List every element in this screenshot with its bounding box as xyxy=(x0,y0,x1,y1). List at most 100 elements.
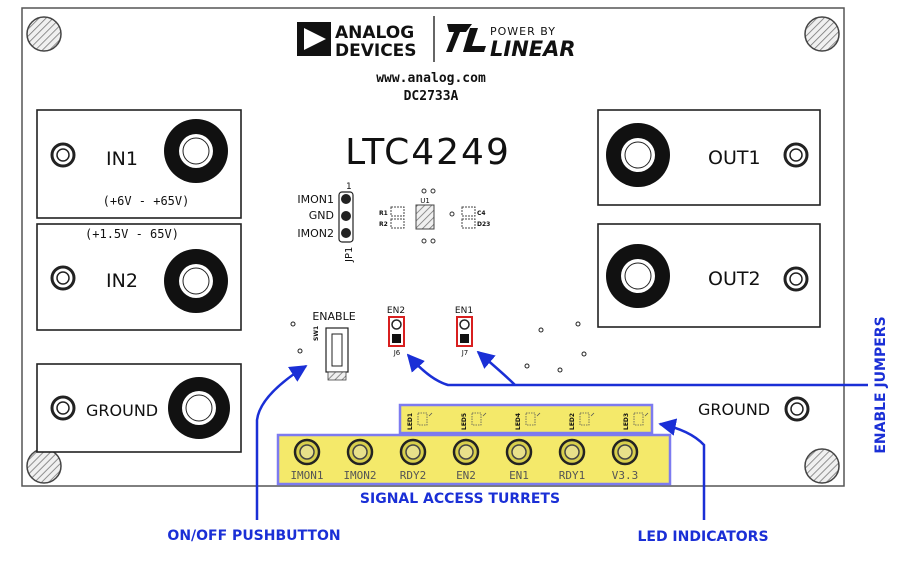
led-footprint-icon xyxy=(633,412,644,426)
linear-logo: POWER BY LINEAR xyxy=(446,24,576,61)
turret-rdy2: RDY2 xyxy=(399,438,427,482)
turret-imon2: IMON2 xyxy=(343,438,377,482)
en1-label: EN1 xyxy=(455,306,473,316)
out2-label: OUT2 xyxy=(708,268,761,290)
led-emission-icon xyxy=(536,412,541,417)
led-emission-icon xyxy=(590,412,595,417)
turret-en2: EN2 xyxy=(452,438,480,482)
in2-label: IN2 xyxy=(106,270,138,292)
u1-label: U1 xyxy=(420,197,430,205)
power-by-text: POWER BY xyxy=(490,25,556,38)
turret-label: EN1 xyxy=(509,469,529,482)
mounting-hole-icon xyxy=(26,448,62,484)
signal-access-label: SIGNAL ACCESS TURRETS xyxy=(360,491,560,507)
board-id-text: DC2733A xyxy=(404,89,459,104)
j6-ref: J6 xyxy=(393,349,401,357)
out2-connector: OUT2 xyxy=(597,223,821,328)
ic-area: R1 R2 U1 C4 D23 xyxy=(379,188,490,244)
turret-label: IMON2 xyxy=(343,469,376,482)
turret-post-icon xyxy=(405,444,421,460)
led-footprint-icon xyxy=(579,412,590,426)
led-indicators: LED1 LED5 LED4 LED2 LED3 xyxy=(398,403,654,435)
en1-jumper: EN1 J7 xyxy=(455,306,473,357)
jumper-arrow-branch xyxy=(476,350,516,386)
signal-turrets: IMON1 IMON2 RDY2 EN2 EN1 RDY1 V3.3 xyxy=(276,433,672,486)
en2-jumper: EN2 J6 xyxy=(387,306,405,357)
led-label: LED2 xyxy=(569,413,576,430)
turret-post-icon xyxy=(352,444,368,460)
vias xyxy=(524,321,587,373)
jp1-pin2-label: GND xyxy=(309,209,334,222)
turret-imon1: IMON1 xyxy=(290,438,324,482)
enable-pushbutton: ENABLE SW1 xyxy=(290,310,356,381)
turret-post-icon xyxy=(458,444,474,460)
turret-rdy1: RDY1 xyxy=(558,438,586,482)
r2-label: R2 xyxy=(379,221,388,228)
mounting-hole-icon xyxy=(26,16,62,52)
led-footprint-icon xyxy=(525,412,536,426)
turret-post-icon xyxy=(511,444,527,460)
turret-en1: EN1 xyxy=(505,438,533,482)
sw1-ref: SW1 xyxy=(313,326,320,341)
turret-v3-3: V3.3 xyxy=(611,438,639,482)
ground-left-label: GROUND xyxy=(86,401,158,420)
turret-label: V3.3 xyxy=(612,469,639,482)
pushbutton-arrow xyxy=(255,364,308,520)
out1-label: OUT1 xyxy=(708,147,761,169)
c4-label: C4 xyxy=(477,210,486,217)
in2-connector: (+1.5V - 65V) IN2 xyxy=(36,223,242,331)
enable-label: ENABLE xyxy=(312,310,355,323)
led-emission-icon xyxy=(482,412,487,417)
led-label: LED4 xyxy=(515,413,522,430)
in2-range: (+1.5V - 65V) xyxy=(85,227,179,241)
led-callout-label: LED INDICATORS xyxy=(637,529,768,545)
d23-label: D23 xyxy=(477,221,490,228)
j7-ref: J7 xyxy=(461,349,469,357)
mounting-holes xyxy=(26,16,840,484)
ground-left-connector: GROUND xyxy=(36,363,242,453)
turret-label: RDY2 xyxy=(400,469,427,482)
website-text: www.analog.com xyxy=(376,71,486,86)
led-label: LED1 xyxy=(407,413,414,430)
turret-label: EN2 xyxy=(456,469,476,482)
out1-connector: OUT1 xyxy=(597,109,821,206)
led-led3: LED3 xyxy=(623,412,649,430)
analog-devices-logo: ANALOG DEVICES xyxy=(297,22,417,61)
jumper-arrow-line xyxy=(406,353,868,387)
pushbutton-callout-label: ON/OFF PUSHBUTTON xyxy=(167,528,340,544)
in1-label: IN1 xyxy=(106,148,138,170)
led-led2: LED2 xyxy=(569,412,595,430)
led-led1: LED1 xyxy=(407,412,433,430)
enable-jumpers-callout-label: ENABLE JUMPERS xyxy=(873,316,889,453)
r1-label: R1 xyxy=(379,210,388,217)
jp1-pin1-label: IMON1 xyxy=(297,193,334,206)
led-footprint-icon xyxy=(471,412,482,426)
jp1-jumper: IMON1 GND IMON2 1 JP1 xyxy=(297,182,355,263)
led-arrow xyxy=(658,418,706,520)
jp1-pin3-label: IMON2 xyxy=(297,227,334,240)
led-led4: LED4 xyxy=(515,412,541,430)
callout-arrows xyxy=(255,350,868,520)
led-emission-icon xyxy=(644,412,649,417)
mounting-hole-icon xyxy=(804,448,840,484)
turret-post-icon xyxy=(617,444,633,460)
jp1-ref: JP1 xyxy=(344,247,355,263)
mounting-hole-icon xyxy=(804,16,840,52)
in1-connector: IN1 (+6V - +65V) xyxy=(36,109,242,219)
led-emission-icon xyxy=(428,412,433,417)
analog-logo-text: ANALOG xyxy=(335,23,414,43)
turret-label: RDY1 xyxy=(559,469,586,482)
turret-post-icon xyxy=(564,444,580,460)
led-footprint-icon xyxy=(417,412,428,426)
led-label: LED5 xyxy=(461,413,468,430)
en2-label: EN2 xyxy=(387,306,405,316)
in1-range: (+6V - +65V) xyxy=(103,194,190,208)
ground-right-label: GROUND xyxy=(698,400,770,419)
led-label: LED3 xyxy=(623,413,630,430)
part-number-text: LTC4249 xyxy=(345,132,511,173)
jp1-pin-number: 1 xyxy=(346,182,352,192)
turret-post-icon xyxy=(299,444,315,460)
turret-label: IMON1 xyxy=(290,469,323,482)
led-led5: LED5 xyxy=(461,412,487,430)
